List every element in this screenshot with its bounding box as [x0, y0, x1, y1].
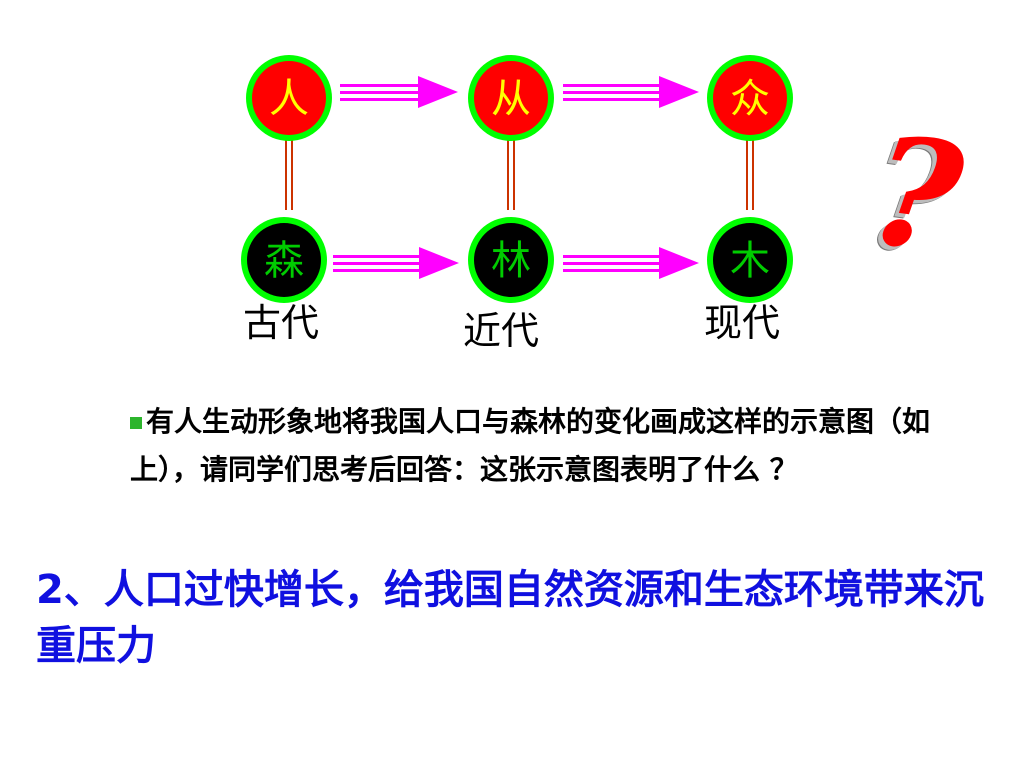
bottom-char-1: 森: [264, 238, 304, 284]
population-forest-diagram: 人 从 众 森 林 木: [241, 55, 793, 303]
era-label-contemporary: 现代: [704, 301, 781, 345]
top-circle-3: 众: [707, 55, 793, 141]
connector-2: [507, 140, 515, 210]
bottom-circle-2: 林: [468, 217, 554, 303]
question-body: 有人生动形象地将我国人口与森林的变化画成这样的示意图（如上），请同学们思考后回答…: [130, 405, 931, 486]
arrow-bottom-1: [333, 247, 459, 279]
bottom-circle-1: 森: [241, 217, 327, 303]
question-text: 有人生动形象地将我国人口与森林的变化画成这样的示意图（如上），请同学们思考后回答…: [130, 398, 960, 494]
top-circle-1: 人: [246, 55, 332, 141]
bullet-icon: [130, 417, 142, 429]
arrow-top-2: [563, 76, 699, 108]
top-char-1: 人: [269, 76, 309, 122]
bottom-circle-3: 木: [707, 217, 793, 303]
top-circle-2: 从: [468, 55, 554, 141]
vertical-connectors: [285, 140, 754, 210]
bottom-char-3: 木: [730, 238, 770, 284]
top-char-3: 众: [730, 76, 770, 122]
connector-3: [746, 140, 754, 210]
top-char-2: 从: [491, 76, 531, 122]
arrow-top-1: [340, 76, 458, 108]
arrow-bottom-2: [563, 247, 699, 279]
era-label-ancient: 古代: [243, 301, 320, 345]
arrows: [333, 76, 699, 279]
era-label-modern: 近代: [463, 309, 540, 353]
bottom-char-2: 林: [491, 238, 531, 284]
connector-1: [285, 140, 293, 210]
answer-text: 2、人口过快增长，给我国自然资源和生态环境带来沉重压力: [36, 567, 984, 669]
